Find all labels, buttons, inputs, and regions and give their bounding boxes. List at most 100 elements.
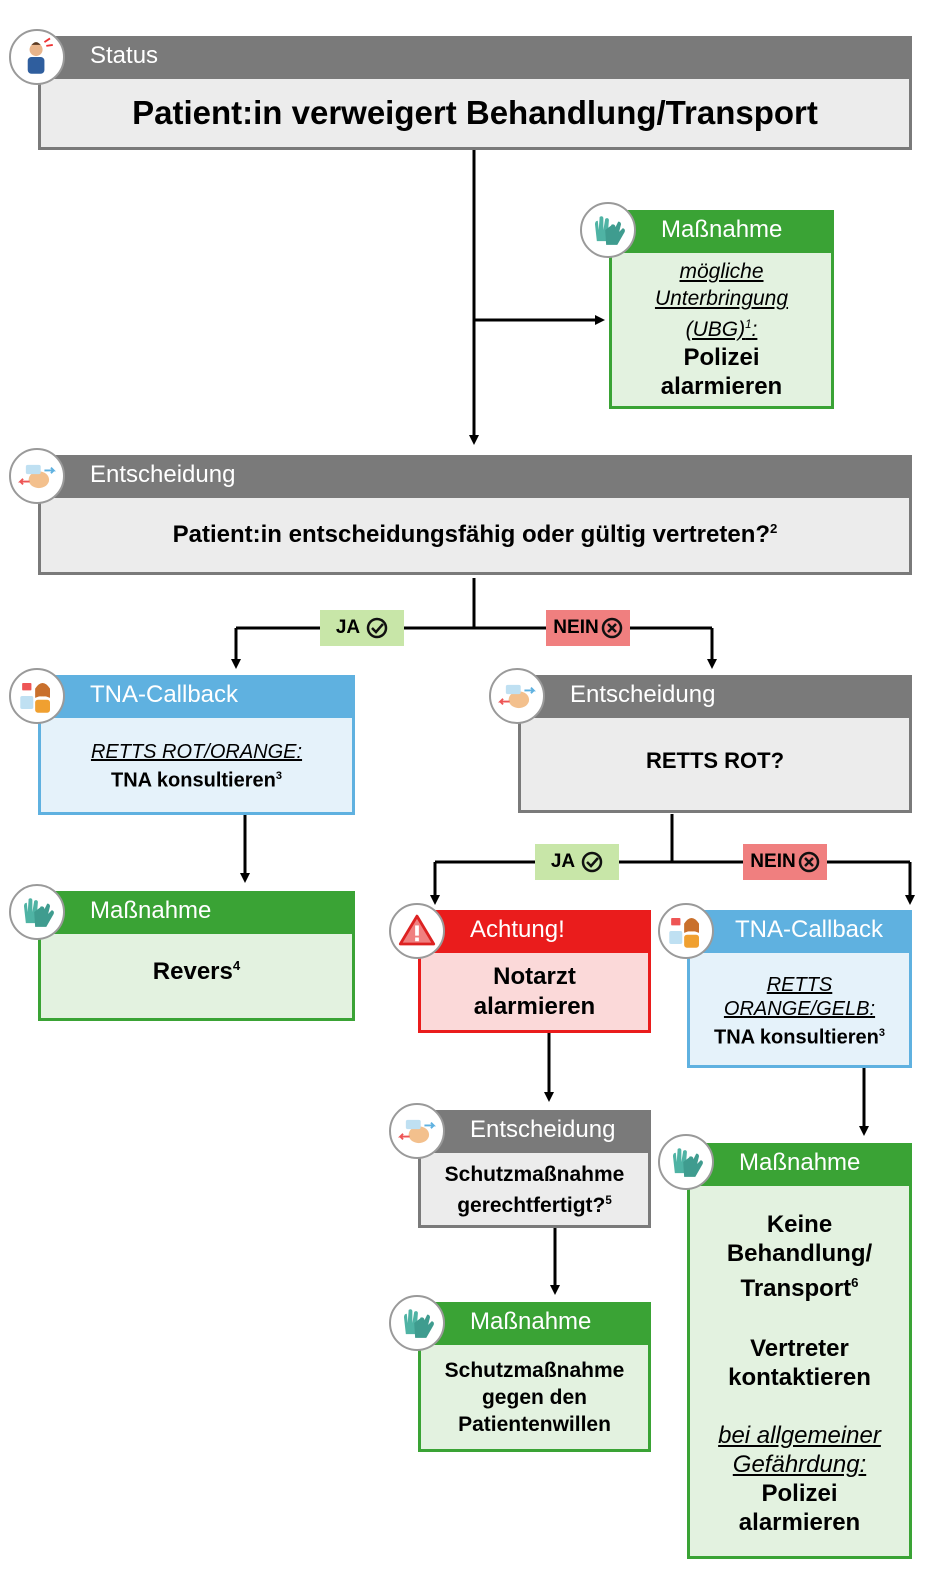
entscheidung-3-line2: gerechtfertigt? bbox=[457, 1194, 606, 1217]
massnahme-polizei-bold1: Polizei bbox=[683, 344, 760, 371]
achtung-box: Achtung! Notarzt alarmieren bbox=[418, 910, 651, 1033]
massnahme-revers-text: Revers bbox=[152, 958, 233, 985]
massnahme-keine-box: Maßnahme Keine Behandlung/ Transport6 Ve… bbox=[687, 1143, 912, 1559]
massnahme-keine-line3: Transport bbox=[740, 1275, 852, 1302]
check-circle-icon bbox=[366, 617, 388, 639]
nein-tag-1-label: NEIN bbox=[553, 617, 599, 638]
gloves-icon bbox=[580, 202, 636, 258]
massnahme-keine-line7: alarmieren bbox=[738, 1509, 861, 1536]
massnahme-schutz-line2: gegen den bbox=[481, 1386, 587, 1409]
tna-callback-1-header: TNA-Callback bbox=[38, 675, 355, 715]
nurse-phone-icon bbox=[658, 903, 714, 959]
gloves-icon bbox=[9, 884, 65, 940]
status-body: Patient:in verweigert Behandlung/Transpo… bbox=[38, 76, 912, 150]
status-text: Patient:in verweigert Behandlung/Transpo… bbox=[132, 94, 818, 131]
massnahme-polizei-line3: (UBG) bbox=[685, 318, 746, 341]
entscheidung-2-box: Entscheidung RETTS ROT? bbox=[518, 675, 912, 813]
tna-callback-2-italic1: RETTS bbox=[766, 974, 833, 996]
tna-callback-1-bold-wrap: TNA konsultieren3 bbox=[111, 764, 282, 793]
massnahme-keine-line1: Keine bbox=[766, 1211, 833, 1238]
massnahme-keine-line5: kontaktieren bbox=[728, 1364, 871, 1391]
massnahme-revers-text-wrap: Revers4 bbox=[153, 958, 240, 986]
nein-tag-2: NEIN bbox=[743, 844, 827, 880]
massnahme-polizei-line2: Unterbringung bbox=[654, 287, 789, 310]
nurse-phone-icon bbox=[9, 668, 65, 724]
massnahme-polizei-header: Maßnahme bbox=[609, 210, 834, 250]
massnahme-keine-line3-wrap: Transport6 bbox=[740, 1268, 858, 1303]
status-box: Status Patient:in verweigert Behandlung/… bbox=[38, 36, 912, 150]
massnahme-schutz-header: Maßnahme bbox=[418, 1302, 651, 1342]
massnahme-polizei-line3-wrap: (UBG)1: bbox=[686, 312, 758, 343]
massnahme-keine-line6: Polizei bbox=[761, 1480, 838, 1507]
warning-triangle-icon bbox=[389, 903, 445, 959]
entscheidung-1-header: Entscheidung bbox=[38, 455, 912, 495]
massnahme-keine-line4: Vertreter bbox=[750, 1335, 849, 1362]
check-circle-icon bbox=[581, 851, 603, 873]
entscheidung-3-header: Entscheidung bbox=[418, 1110, 651, 1150]
entscheidung-2-body: RETTS ROT? bbox=[518, 715, 912, 813]
tna-callback-1-body: RETTS ROT/ORANGE: TNA konsultieren3 bbox=[38, 715, 355, 815]
footnote-1: 1 bbox=[745, 319, 752, 331]
tna-callback-1-box: TNA-Callback RETTS ROT/ORANGE: TNA konsu… bbox=[38, 675, 355, 815]
entscheidung-1-text: Patient:in entscheidungsfähig oder gülti… bbox=[172, 521, 771, 548]
footnote-3: 3 bbox=[878, 1027, 885, 1039]
massnahme-keine-italic2: Gefährdung: bbox=[732, 1451, 867, 1478]
tna-callback-1-italic: RETTS ROT/ORANGE: bbox=[90, 741, 303, 763]
entscheidung-2-header: Entscheidung bbox=[518, 675, 912, 715]
footnote-3: 3 bbox=[275, 770, 282, 782]
achtung-line1: Notarzt bbox=[493, 962, 576, 990]
massnahme-polizei-box: Maßnahme mögliche Unterbringung (UBG)1: … bbox=[609, 210, 834, 409]
entscheidung-3-line1: Schutzmaßnahme bbox=[444, 1163, 625, 1186]
footnote-4: 4 bbox=[232, 958, 241, 973]
tna-callback-2-body: RETTS ORANGE/GELB: TNA konsultieren3 bbox=[687, 950, 912, 1068]
footnote-2: 2 bbox=[770, 521, 778, 536]
massnahme-polizei-bold2: alarmieren bbox=[660, 373, 783, 400]
tna-callback-2-box: TNA-Callback RETTS ORANGE/GELB: TNA kons… bbox=[687, 910, 912, 1068]
ja-tag-2-label: JA bbox=[550, 851, 576, 872]
massnahme-polizei-body: mögliche Unterbringung (UBG)1: Polizei a… bbox=[609, 250, 834, 409]
entscheidung-1-text-wrap: Patient:in entscheidungsfähig oder gülti… bbox=[173, 521, 778, 549]
entscheidung-3-body: Schutzmaßnahme gerechtfertigt?5 bbox=[418, 1150, 651, 1228]
tna-callback-2-header: TNA-Callback bbox=[687, 910, 912, 950]
nein-tag-1: NEIN bbox=[546, 610, 630, 646]
tna-callback-1-bold: TNA konsultieren bbox=[111, 769, 276, 792]
entscheidung-1-box: Entscheidung Patient:in entscheidungsfäh… bbox=[38, 455, 912, 575]
massnahme-polizei-line1: mögliche bbox=[679, 260, 764, 283]
tna-callback-2-bold: TNA konsultieren bbox=[714, 1026, 879, 1049]
hand-decision-icon bbox=[389, 1103, 445, 1159]
massnahme-schutz-box: Maßnahme Schutzmaßnahme gegen den Patien… bbox=[418, 1302, 651, 1452]
massnahme-revers-box: Maßnahme Revers4 bbox=[38, 891, 355, 1021]
ja-tag-2: JA bbox=[535, 844, 619, 880]
entscheidung-2-text: RETTS ROT? bbox=[645, 748, 785, 773]
entscheidung-3-box: Entscheidung Schutzmaßnahme gerechtferti… bbox=[418, 1110, 651, 1228]
ja-tag-1-label: JA bbox=[335, 617, 361, 638]
massnahme-schutz-line1: Schutzmaßnahme bbox=[444, 1359, 625, 1382]
massnahme-keine-body: Keine Behandlung/ Transport6 Vertreter k… bbox=[687, 1183, 912, 1559]
hand-decision-icon bbox=[9, 448, 65, 504]
hand-decision-icon bbox=[489, 668, 545, 724]
person-headache-icon bbox=[9, 29, 65, 85]
gloves-icon bbox=[658, 1134, 714, 1190]
x-circle-icon bbox=[798, 851, 819, 873]
massnahme-schutz-line3: Patientenwillen bbox=[458, 1413, 611, 1436]
achtung-body: Notarzt alarmieren bbox=[418, 950, 651, 1033]
tna-callback-2-bold-wrap: TNA konsultieren3 bbox=[714, 1021, 885, 1050]
massnahme-revers-header: Maßnahme bbox=[38, 891, 355, 931]
ja-tag-1: JA bbox=[320, 610, 404, 646]
nein-tag-2-label: NEIN bbox=[750, 851, 796, 872]
gloves-icon bbox=[389, 1295, 445, 1351]
achtung-line2: alarmieren bbox=[473, 992, 596, 1020]
tna-callback-2-italic2: ORANGE/GELB: bbox=[723, 998, 876, 1020]
status-header: Status bbox=[38, 36, 912, 76]
massnahme-keine-italic1: bei allgemeiner bbox=[718, 1422, 881, 1449]
massnahme-revers-body: Revers4 bbox=[38, 931, 355, 1021]
massnahme-schutz-body: Schutzmaßnahme gegen den Patientenwillen bbox=[418, 1342, 651, 1452]
massnahme-keine-line2: Behandlung/ bbox=[726, 1240, 873, 1267]
entscheidung-3-line2-wrap: gerechtfertigt?5 bbox=[457, 1188, 612, 1219]
footnote-5: 5 bbox=[605, 1195, 612, 1207]
achtung-header: Achtung! bbox=[418, 910, 651, 950]
entscheidung-1-body: Patient:in entscheidungsfähig oder gülti… bbox=[38, 495, 912, 575]
footnote-6: 6 bbox=[851, 1275, 859, 1290]
x-circle-icon bbox=[601, 617, 622, 639]
